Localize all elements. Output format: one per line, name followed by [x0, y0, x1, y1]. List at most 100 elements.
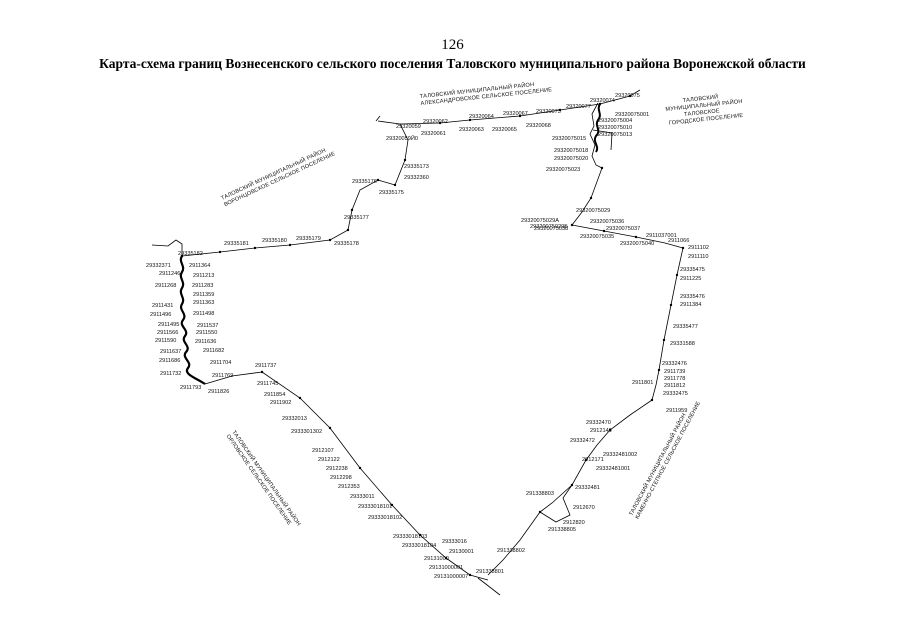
point-label: 29320075010: [598, 125, 632, 131]
point-label: 2911066: [668, 238, 689, 244]
point-label: 2911363: [193, 300, 214, 306]
neighbor-label-northeast-line3: ТАЛОВСКОЕ: [684, 108, 720, 118]
point-label: 2912670: [573, 505, 595, 511]
point-label: 2911637: [160, 349, 181, 355]
point-label: 2911102: [688, 245, 709, 251]
point-label: 29320075038: [534, 226, 568, 232]
point-label: 29320075004: [598, 118, 632, 124]
point-label: 2911732: [160, 371, 181, 377]
point-label: 29320075040: [620, 241, 654, 247]
point-label: 29131000007: [434, 574, 468, 580]
point-label: 2911801: [632, 380, 653, 386]
point-label: 29320075036: [590, 219, 624, 225]
point-label: 29320068: [526, 123, 551, 129]
point-label: 2911537: [197, 323, 218, 329]
point-label: 2912238: [326, 466, 348, 472]
point-label: 2911737: [255, 363, 276, 369]
point-label: 2911268: [155, 283, 176, 289]
point-label: 29130001: [449, 549, 474, 555]
point-label: 2933301302: [291, 429, 322, 435]
point-label: 291338801: [476, 569, 504, 575]
neighbor-label-north: ТАЛОВСКИЙ МУНИЦИПАЛЬНЫЙ РАЙОН АЛЕКСАНДРО…: [419, 80, 552, 107]
boundary-segment-southeast: [539, 399, 653, 513]
boundary-tail-south: [477, 577, 501, 596]
point-label: 29332476: [662, 361, 687, 367]
point-label: 2911590: [155, 338, 176, 344]
boundary-point-markers: [180, 94, 685, 577]
point-label: 2911902: [270, 400, 291, 406]
point-label: 29333018103: [393, 534, 427, 540]
boundary-spur-north-east: [629, 89, 641, 97]
point-label: 29320061: [421, 131, 446, 137]
river-boundary-northeast: [593, 103, 601, 153]
point-label: 2911384: [680, 302, 701, 308]
point-label: 291338803: [526, 491, 554, 497]
point-label: 2911826: [208, 389, 229, 395]
point-label: 29320075029Б: [530, 224, 568, 230]
neighbor-label-southeast-line2: КАМЕННО-СТЕПНОЕ СЕЛЬСКОЕ ПОСЕЛЕНИЕ: [635, 400, 702, 520]
point-label: 2912122: [318, 457, 340, 463]
point-label: 291338802: [497, 548, 525, 554]
point-label: 29332013: [282, 416, 307, 422]
neighbor-label-northwest: ТАЛОВСКИЙ МУНИЦИПАЛЬНЫЙ РАЙОН ВОРОНЦОВСК…: [219, 146, 336, 208]
point-label: 29332481001: [596, 466, 630, 472]
point-label: 29335175: [379, 190, 404, 196]
neighbor-label-southeast: ТАЛОВСКИЙ МУНИЦИПАЛЬНЫЙ РАЙОН КАМЕННО-СТ…: [627, 400, 702, 520]
point-label: 29335173: [404, 164, 429, 170]
point-label: 29320074: [590, 98, 615, 104]
point-labels: 29320059 29320059Й0 29320062 29320061 29…: [146, 93, 709, 580]
point-label: 29320075029А: [521, 218, 559, 224]
neighbor-label-southwest-line2: ОРЛОВСКОЕ СЕЛЬСКОЕ ПОСЕЛЕНИЕ: [225, 434, 292, 527]
point-label: 29335177: [344, 215, 369, 221]
point-label: 29131000: [424, 556, 449, 562]
point-label: 29320065: [492, 127, 517, 133]
point-label: 29335179: [296, 236, 321, 242]
point-label: 2911498: [193, 311, 214, 317]
point-label: 29332371: [146, 263, 171, 269]
neighbor-label-northwest-line1: ТАЛОВСКИЙ МУНИЦИПАЛЬНЫЙ РАЙОН: [219, 146, 327, 202]
point-label: 29335182: [178, 251, 203, 257]
point-label: 29320077: [566, 104, 591, 110]
point-label: 29320075037: [606, 226, 640, 232]
point-label: 29335475: [680, 267, 705, 273]
point-label: 29320067: [503, 111, 528, 117]
point-label: 29333011: [350, 494, 374, 500]
point-label: 2911246: [159, 271, 180, 277]
point-label: 29332472: [570, 438, 595, 444]
point-label: 29332475: [663, 391, 688, 397]
point-label: 2912171: [582, 457, 604, 463]
boundary-segment-west-lower: [204, 371, 263, 385]
point-label: 2911636: [195, 339, 216, 345]
boundary-spur-north-west: [375, 115, 381, 122]
point-label: 2911959: [666, 408, 687, 414]
neighbor-label-southwest: ТАЛОВСКИЙ МУНИЦИПАЛЬНЫЙ РАЙОН ОРЛОВСКОЕ …: [225, 429, 303, 528]
point-label: 29320075035: [580, 234, 614, 240]
point-label: 2912298: [330, 475, 352, 481]
point-label: 2911496: [150, 312, 171, 318]
point-label: 29335477: [673, 324, 698, 330]
point-label: 29320075013: [598, 132, 632, 138]
point-label: 29333018101: [358, 504, 392, 510]
point-label: 29320075001: [615, 112, 649, 118]
point-label: 29333016: [442, 539, 467, 545]
neighbor-label-southeast-line1: ТАЛОВСКИЙ МУНИЦИПАЛЬНЫЙ РАЙОН: [627, 412, 688, 517]
map-title: Карта-схема границ Вознесенского сельско…: [99, 56, 806, 71]
point-label: 29320075020: [554, 156, 588, 162]
point-label: 2912146: [590, 428, 612, 434]
point-label: 29333018104: [402, 543, 436, 549]
point-label: 29320075018: [554, 148, 588, 154]
point-label: 2911793: [180, 385, 201, 391]
boundary-segment-north: [377, 95, 631, 125]
point-label: 2911566: [157, 330, 178, 336]
point-label: 2911283: [192, 283, 213, 289]
point-label: 2912353: [338, 484, 360, 490]
point-label: 29320075029: [576, 208, 610, 214]
neighbor-label-southwest-line1: ТАЛОВСКИЙ МУНИЦИПАЛЬНЫЙ РАЙОН: [230, 429, 303, 528]
point-label: 29320063: [459, 127, 484, 133]
point-label: 2911225: [680, 276, 701, 282]
point-label: 2911359: [193, 292, 214, 298]
boundary-notch-northeast: [592, 129, 613, 151]
point-label: 29320059Й0: [386, 134, 418, 142]
